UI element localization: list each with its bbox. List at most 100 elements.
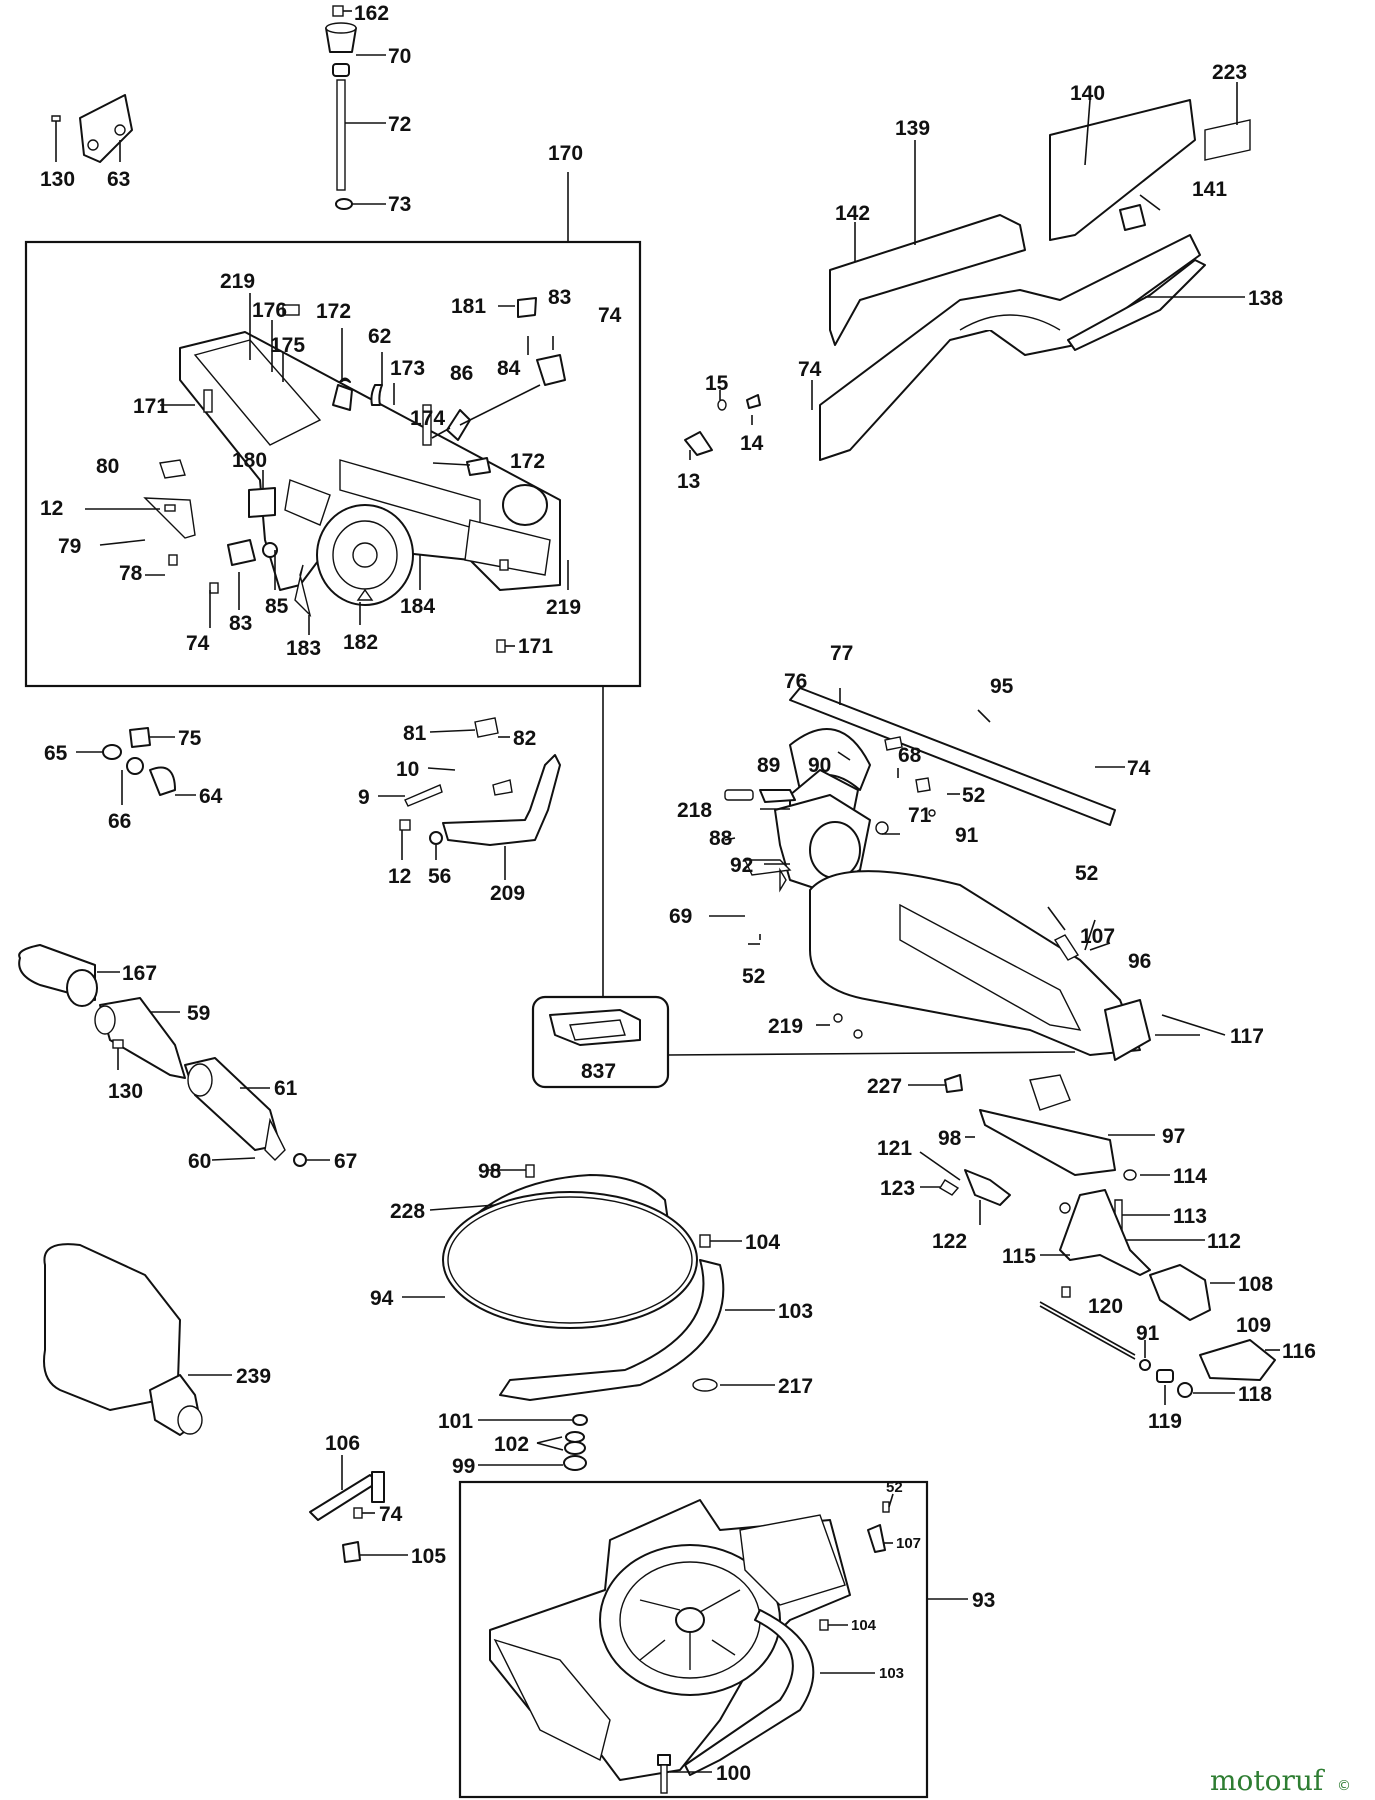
clamp-parts	[76, 727, 196, 805]
label-95: 95	[990, 675, 1014, 698]
label-98b: 98	[478, 1160, 502, 1183]
label-52b: 52	[1075, 862, 1098, 885]
label-130b: 130	[108, 1080, 143, 1103]
label-93: 93	[972, 1589, 995, 1612]
label-79: 79	[58, 535, 81, 558]
label-104b: 104	[851, 1617, 877, 1634]
label-100: 100	[716, 1762, 751, 1785]
label-64: 64	[199, 785, 223, 808]
leader-lines-box	[85, 293, 569, 647]
detent-parts	[919, 1151, 1235, 1321]
label-76: 76	[784, 670, 807, 693]
dust-port-assembly	[18, 944, 330, 1167]
label-107b: 107	[896, 1535, 921, 1552]
part-labels: 162 70 72 73 130 63 170 219 176 175 172 …	[40, 2, 1316, 1785]
label-239: 239	[236, 1365, 271, 1388]
lower-guard-parts	[908, 1074, 1155, 1176]
label-167: 167	[122, 962, 157, 985]
label-174: 174	[410, 407, 445, 430]
guard-and-arm-assembly	[724, 687, 1226, 1061]
label-13: 13	[677, 470, 700, 493]
label-116: 116	[1282, 1340, 1316, 1363]
label-106: 106	[325, 1432, 360, 1455]
label-118: 118	[1238, 1383, 1272, 1406]
label-102: 102	[494, 1433, 529, 1456]
label-12a: 12	[40, 497, 63, 520]
label-99: 99	[452, 1455, 475, 1478]
label-162: 162	[354, 2, 389, 25]
label-114: 114	[1173, 1165, 1207, 1188]
label-122: 122	[932, 1230, 967, 1253]
label-218: 218	[677, 799, 712, 822]
label-62: 62	[368, 325, 391, 348]
label-94: 94	[370, 1287, 394, 1310]
fence-assembly	[819, 99, 1251, 461]
label-83b: 83	[229, 612, 252, 635]
label-61: 61	[274, 1077, 298, 1100]
label-92: 92	[730, 854, 753, 877]
small-parts-13-15	[684, 394, 761, 456]
label-66: 66	[108, 810, 131, 833]
label-176: 176	[252, 299, 287, 322]
label-139: 139	[895, 117, 930, 140]
label-90: 90	[808, 754, 831, 777]
label-837: 837	[581, 1060, 616, 1083]
label-15: 15	[705, 372, 729, 395]
label-217: 217	[778, 1375, 813, 1398]
label-74a: 74	[598, 304, 622, 327]
leader-lines-arm	[709, 688, 1200, 1036]
label-73: 73	[388, 193, 411, 216]
label-108: 108	[1238, 1273, 1273, 1296]
label-9: 9	[358, 786, 370, 809]
label-109: 109	[1236, 1314, 1271, 1337]
wrench-parts	[309, 1455, 408, 1563]
lock-rod-parts	[1039, 1301, 1280, 1405]
label-138: 138	[1248, 287, 1283, 310]
assembly-box-170	[24, 240, 642, 688]
label-63: 63	[107, 168, 130, 191]
label-228: 228	[390, 1200, 425, 1223]
label-181: 181	[451, 295, 486, 318]
label-67: 67	[334, 1150, 357, 1173]
label-173: 173	[390, 357, 425, 380]
label-80: 80	[96, 455, 119, 478]
label-105: 105	[411, 1545, 446, 1568]
label-85: 85	[265, 595, 289, 618]
label-83a: 83	[548, 286, 571, 309]
label-74c: 74	[798, 358, 822, 381]
label-120: 120	[1088, 1295, 1123, 1318]
label-52c: 52	[742, 965, 765, 988]
label-71: 71	[908, 804, 932, 827]
label-113: 113	[1173, 1205, 1207, 1228]
watermark-brand: motoruf	[1210, 1764, 1326, 1797]
label-74e: 74	[379, 1503, 403, 1526]
label-91a: 91	[955, 824, 979, 847]
label-78: 78	[119, 562, 143, 585]
washer-stack	[478, 1414, 588, 1471]
label-74b: 74	[186, 632, 210, 655]
label-81: 81	[403, 722, 427, 745]
label-170: 170	[548, 142, 583, 165]
label-88: 88	[709, 827, 733, 850]
label-123: 123	[880, 1177, 915, 1200]
table-insert-assembly	[402, 1164, 775, 1401]
label-86: 86	[450, 362, 473, 385]
bolt-100	[657, 1754, 712, 1794]
leader-lines-fence	[689, 82, 1245, 460]
label-180: 180	[232, 449, 267, 472]
label-68: 68	[898, 744, 922, 767]
label-130a: 130	[40, 168, 75, 191]
label-112: 112	[1207, 1230, 1241, 1253]
label-70: 70	[388, 45, 411, 68]
watermark: motoruf ©	[1210, 1764, 1351, 1797]
label-82: 82	[513, 727, 536, 750]
label-115: 115	[1002, 1245, 1036, 1268]
label-91b: 91	[1136, 1322, 1160, 1345]
label-101: 101	[438, 1410, 473, 1433]
label-84: 84	[497, 357, 521, 380]
label-219b: 219	[546, 596, 581, 619]
miter-lever-parts	[378, 717, 561, 880]
label-69: 69	[669, 905, 692, 928]
